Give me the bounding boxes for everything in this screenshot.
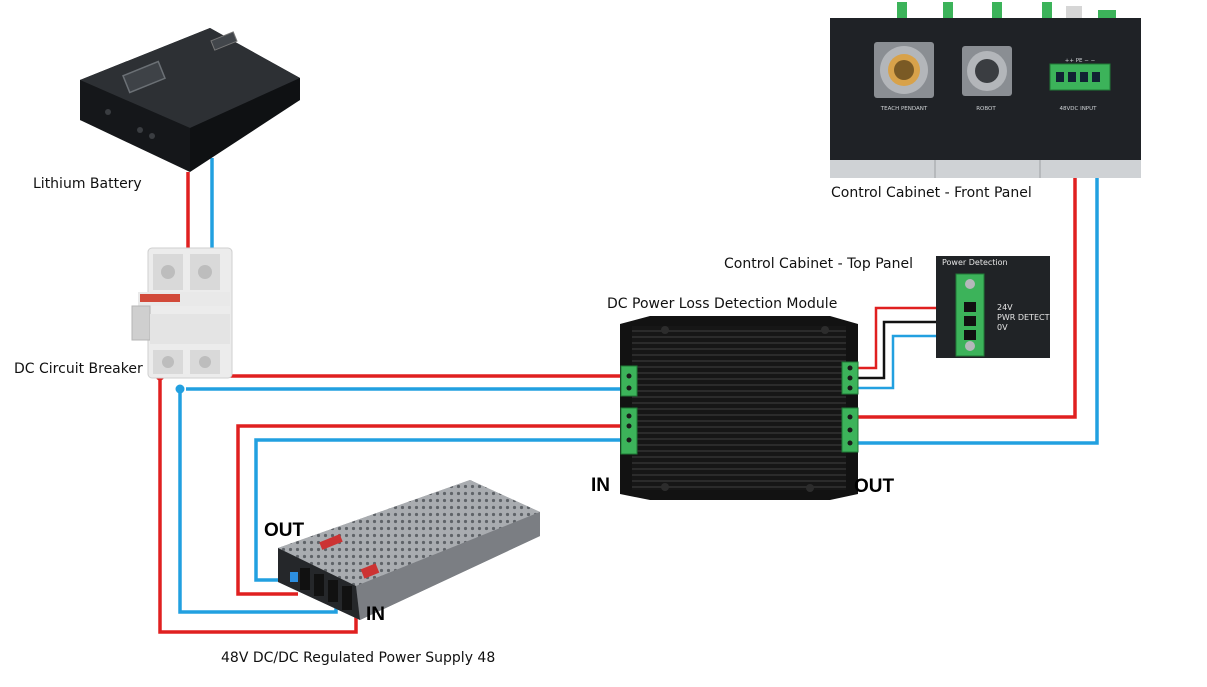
wire-breaker-to-psu-positive — [158, 376, 358, 634]
48vdc-input-text: 48VDC INPUT — [1059, 106, 1097, 112]
wire-signal-0v — [850, 334, 965, 390]
polarity-text: ++ PE − − — [1065, 58, 1096, 64]
wire-psu-to-module-negative — [254, 438, 620, 582]
pd-0v-text: 0V — [997, 323, 1008, 332]
breaker-label: DC Circuit Breaker — [14, 361, 143, 377]
wires — [158, 78, 1099, 634]
psu-in-label: IN — [366, 604, 385, 625]
pd-24v-text: 24V — [997, 303, 1013, 312]
robot-text: ROBOT — [976, 106, 996, 112]
48vdc-input-terminal-icon — [1049, 63, 1111, 91]
wire-module-to-cabinet-negative — [850, 78, 1099, 445]
wire-psu-to-module-positive — [236, 424, 620, 596]
battery-icon — [80, 28, 300, 172]
module-out-terminal-upper — [841, 361, 859, 395]
cabinet-front-label: Control Cabinet - Front Panel — [831, 185, 1032, 201]
pd-pwr-detect-text: PWR DETECT — [997, 313, 1050, 322]
wire-signal-detect — [850, 320, 965, 380]
module-label: DC Power Loss Detection Module — [607, 296, 838, 312]
circuit-breaker-icon — [131, 247, 233, 379]
psu-label: 48V DC/DC Regulated Power Supply 48 — [221, 650, 496, 666]
battery-label: Lithium Battery — [33, 176, 142, 192]
module-out-terminal-lower — [841, 407, 859, 453]
cabinet-top-label: Control Cabinet - Top Panel — [724, 256, 913, 272]
teach-pendant-text: TEACH PENDANT — [880, 106, 928, 112]
module-out-label: OUT — [854, 476, 895, 497]
power-detection-title: Power Detection — [942, 258, 1008, 267]
module-in-terminal-lower — [620, 407, 638, 455]
detection-module-icon — [620, 316, 859, 500]
power-supply-icon — [278, 480, 540, 620]
wire-module-to-cabinet-positive — [850, 78, 1077, 419]
control-cabinet-icon: TEACH PENDANT ROBOT ++ PE − − 48VDC INPU… — [830, 2, 1141, 178]
module-in-label: IN — [591, 475, 610, 496]
teach-pendant-connector-icon — [874, 42, 934, 98]
power-detection-terminal-icon: Power Detection 24V PWR DETECT 0V — [936, 256, 1050, 358]
junction-negative — [175, 384, 185, 394]
robot-connector-icon — [962, 46, 1012, 96]
wire-signal-24v — [850, 306, 965, 370]
psu-out-label: OUT — [264, 520, 305, 541]
module-in-terminal-upper — [620, 365, 638, 397]
